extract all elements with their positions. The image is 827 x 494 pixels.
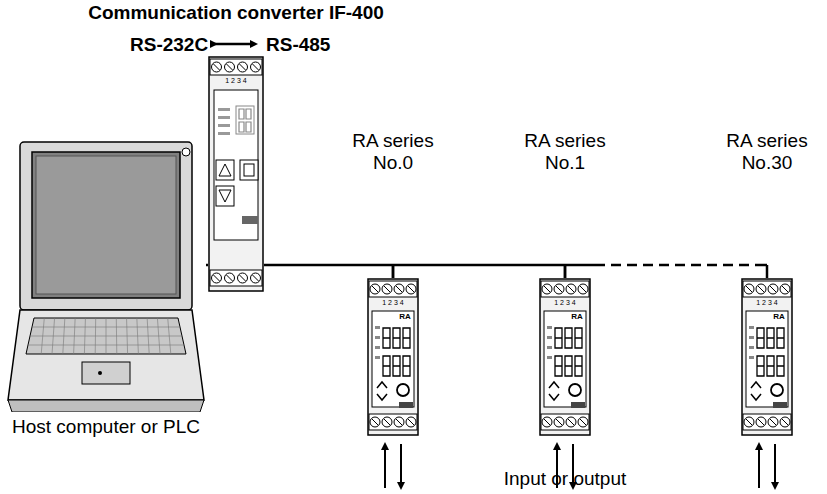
device-heading: Host computer or PLC bbox=[0, 416, 226, 438]
model-mark: RA bbox=[399, 311, 411, 322]
laptop-icon bbox=[6, 140, 206, 412]
device-heading: RA series No.0 bbox=[337, 130, 449, 174]
bus-line bbox=[565, 265, 767, 278]
device-heading: RA series No.30 bbox=[707, 130, 827, 174]
model-mark: RA bbox=[773, 311, 785, 322]
converter-arrow bbox=[214, 43, 254, 46]
io-note: Input or output bbox=[504, 468, 627, 490]
signal-name: RS-232C bbox=[130, 34, 208, 56]
terminal-numbers: 1 2 3 4 bbox=[382, 298, 403, 308]
terminal-numbers: 1 2 3 4 bbox=[225, 76, 246, 86]
device-heading: Communication converter IF-400 bbox=[86, 2, 386, 24]
terminal-numbers: 1 2 3 4 bbox=[554, 298, 575, 308]
converter-device bbox=[208, 56, 264, 292]
device-heading: RA series No.1 bbox=[509, 130, 621, 174]
signal-name: RS-485 bbox=[266, 34, 330, 56]
bus-line bbox=[206, 264, 208, 267]
terminal-numbers: 1 2 3 4 bbox=[756, 298, 777, 308]
converter-box: Communication converter IF-400 bbox=[208, 56, 264, 292]
bus-line bbox=[393, 265, 565, 278]
bus-line bbox=[264, 265, 393, 278]
host-computer: Host computer or PLC bbox=[6, 140, 206, 412]
model-mark: RA bbox=[571, 311, 583, 322]
